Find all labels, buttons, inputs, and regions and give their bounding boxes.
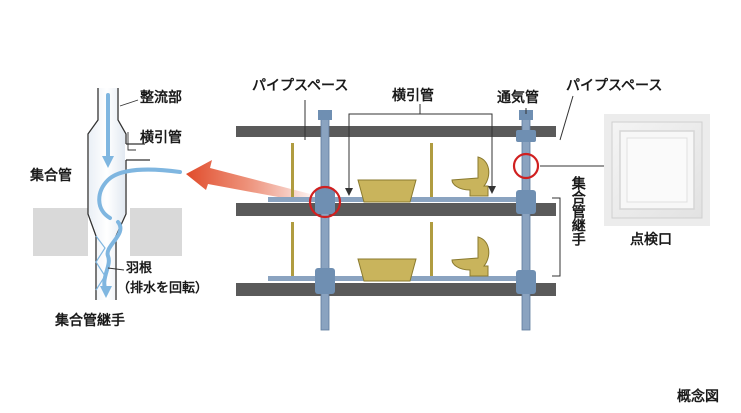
stack-cap [318,110,332,120]
side-inlet [126,143,150,161]
wall-block-right [130,208,182,256]
label-pipe-space-right: パイプスペース [566,78,663,94]
joint-cross-section [33,88,182,300]
flow-arrow-side [97,167,182,220]
drain-stack [320,115,330,331]
label-hane-note: （排水を回転） [117,281,209,296]
toilet-upper [451,156,490,197]
label-yokobikikan-left: 横引管 [140,130,182,146]
wall-line [291,222,294,276]
label-yokobikikan-center: 横引管 [392,88,434,104]
bathtub-upper [357,179,417,203]
flow-arrow-head-top [102,156,114,168]
label-seiryubu: 整流部 [140,90,182,106]
vent-pipe [521,115,531,331]
collector-joint [315,188,335,214]
label-shugokan-tsugite: 集合管継手 [55,313,125,329]
wall-line [291,143,294,197]
label-tsukikan: 通気管 [497,90,539,106]
joint-body-fill [89,88,125,300]
inspection-hatch-photo [604,114,710,226]
vent-cap [519,110,533,120]
highlight-circle-inspection [512,152,540,180]
wall-line [430,222,433,276]
wall-block-left [33,208,88,256]
flow-arrow-swirl [102,220,123,294]
floor-slab-middle [236,203,556,216]
vent-joint [516,130,536,142]
leader-seiryubu [119,99,139,107]
leader-yokobikikan [127,132,136,151]
label-shugokan: 集合管 [30,168,72,184]
vane [95,235,106,291]
label-shugokan-tsugite-vertical: 集合管継手 [569,176,586,246]
building-section [236,95,604,331]
highlight-circle-joint [308,185,342,219]
vent-joint [516,270,536,294]
floor-slab-top [236,126,556,137]
bracket-arrow-left [345,188,353,196]
bracket-arrow-right [488,186,496,194]
label-gainenzu: 概念図 [677,389,719,405]
label-hane: 羽根 [126,261,153,276]
label-tenkenkou: 点検口 [630,232,672,248]
label-pipe-space-left: パイプスペース [252,78,349,94]
collector-joint [315,268,335,294]
leader-pipe-space-right [559,95,574,141]
leader-hane [107,267,125,271]
flow-arrow-head [100,286,112,298]
zoom-pointer-arrow [186,160,318,204]
hatch-panel [626,137,688,203]
toilet-lower [451,236,490,277]
bathtub-lower [357,258,417,282]
wall-line [430,143,433,197]
floor-slab-bottom [236,283,556,296]
joint-bracket [552,197,561,277]
vent-joint [516,190,536,214]
